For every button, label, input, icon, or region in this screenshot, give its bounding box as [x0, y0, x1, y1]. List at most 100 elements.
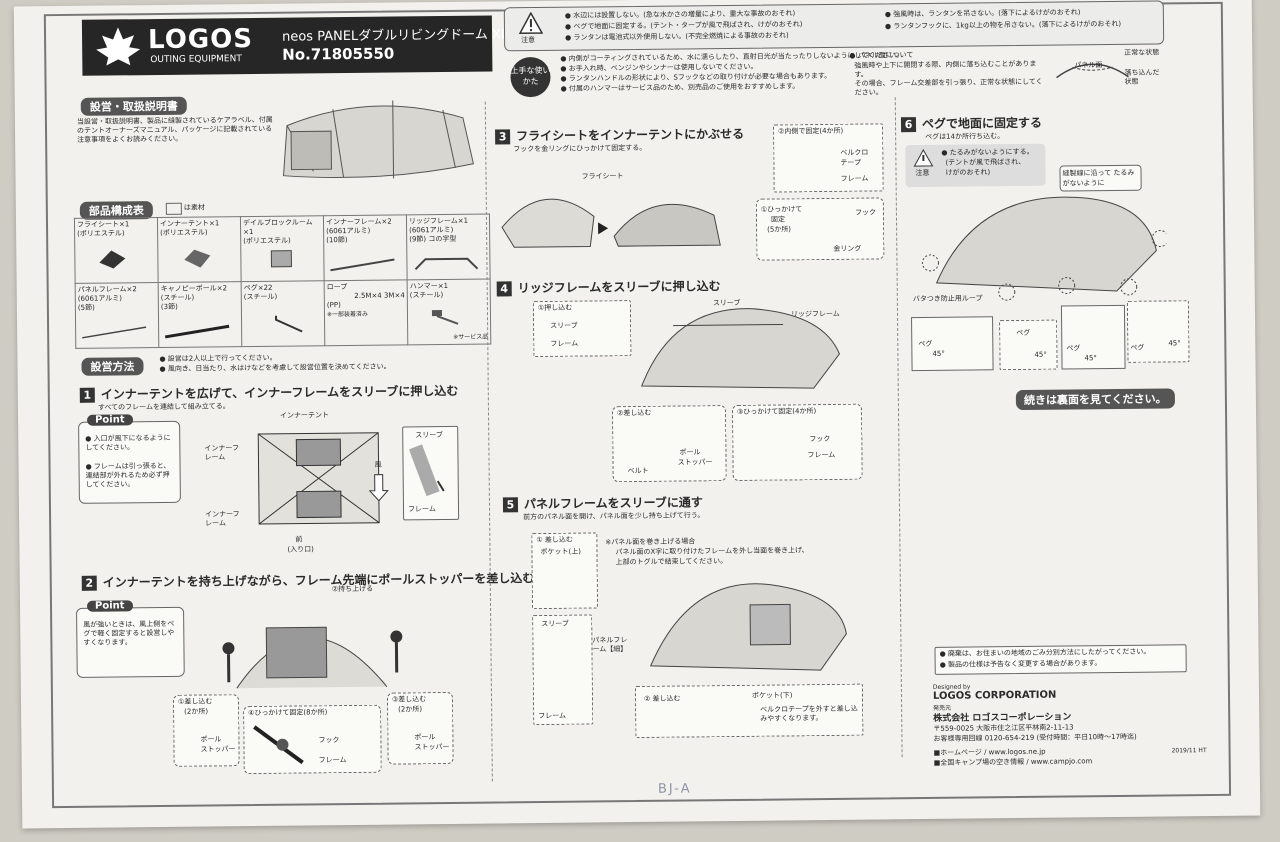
part-ridge-frame: リッジフレーム×1(6061アルミ)(9節) コの字型: [406, 214, 491, 280]
step1-sub: すべてのフレームを連結して組み立てる。: [97, 402, 230, 412]
label-entrance: (入り口): [287, 545, 314, 554]
step2-point: Point 風が強いときは、風上側をペグで軽く固定すると設営しやすくなります。: [76, 600, 185, 678]
corp-name: LOGOS CORPORATION: [932, 689, 1057, 702]
room-bag-icon: [270, 250, 292, 268]
caution-right-2: ● ランタンフックに、1kg以上の物を吊さない。(落下によるけがのおそれ): [884, 19, 1122, 31]
caution-line-1: ● 水辺には設置しない。(急な水かさの増量により、重大な事故のおそれ): [564, 9, 796, 20]
label-wind: 風: [374, 460, 382, 469]
step3-detail-2: ②内側で固定(4か所) ベルクロ テープ フレーム: [773, 123, 884, 193]
step5-detail-2: ② 差し込む ポケット(下) ベルクロテープを外すと差し込みやすくなります。: [634, 683, 864, 739]
normal-state: 正常な状態: [1124, 48, 1160, 57]
step3-sub: フックを金リングにひっかけて固定する。: [513, 143, 647, 154]
step1-point: Point ● 入口が風下になるようにしてください。 ● フレームは引っ張ると、…: [78, 414, 181, 504]
peg-detail-3: ペグ 45°: [1060, 304, 1126, 370]
part-flysheet: フライシート×1(ポリエステル): [74, 217, 159, 284]
panel-note-1: ● パネル面について: [849, 51, 914, 60]
part-pegs: ペグ×22(スチール): [241, 280, 325, 347]
step6-caution: 注意 ● たるみがないようにする。 (テントが風で飛ばされ、 けがのおそれ): [905, 143, 1046, 188]
parts-row-2: パネルフレーム×2(6061アルミ)(5節) キャノピーポール×2(スチール)(…: [75, 279, 491, 349]
method-line-1: ● 設営は2人以上で行ってください。: [159, 353, 277, 363]
label-lift: ②持ち上げる: [331, 584, 374, 594]
step2-detail-4: ④ひっかけて固定(8か所) フック フレーム: [243, 704, 382, 775]
label-panel-frame: パネルフレーム【細】: [592, 636, 628, 654]
step4-detail-3: ③ひっかけて固定(4か所) フック フレーム: [731, 403, 863, 482]
part-canopy-pole: キャノピーポール×2(スチール)(3節): [158, 281, 242, 348]
peg-detail-1: ペグ 45°: [911, 316, 994, 372]
print-date: 2019/11 HT: [1171, 747, 1207, 755]
caution-panel: 注意 ● 水辺には設置しない。(急な水かさの増量により、重大な事故のおそれ) ●…: [503, 0, 1165, 52]
material-key-box: [165, 202, 182, 215]
step1-layout-diagram: [257, 432, 380, 525]
panel-label: パネル面: [1074, 61, 1103, 70]
logo-text: LOGOS: [147, 24, 254, 56]
maple-leaf-icon: [96, 27, 141, 66]
tips-badge: 上手な使いかた: [510, 56, 551, 98]
step1-sleeve-detail: スリーブ フレーム: [402, 425, 460, 521]
website-link[interactable]: ■ホームページ / www.logos.ne.jp: [933, 747, 1046, 757]
label-loop: バタつき防止用ループ: [912, 294, 983, 304]
ridge-frame-icon: [414, 257, 479, 271]
method-title: 設営方法: [81, 357, 144, 376]
tips-panel: 上手な使いかた ● 内側がコーティングされているため、水に濡らしたり、直射日光が…: [504, 46, 1162, 99]
campjo-link[interactable]: ■全国キャンプ場の空き情報 / www.campjo.com: [933, 757, 1093, 767]
step5-note-1: ※パネル面を巻き上げる場合: [605, 537, 696, 547]
header-bar: LOGOS OUTING EQUIPMENT neos PANELダブルリビング…: [81, 15, 525, 76]
parts-table: フライシート×1(ポリエステル) インナーテント×1(ポリエステル) デイルブロ…: [74, 214, 491, 349]
inner-tent-bag-icon: [184, 249, 211, 268]
parts-row-1: フライシート×1(ポリエステル) インナーテント×1(ポリエステル) デイルブロ…: [74, 214, 491, 284]
part-inner-tent: インナーテント×1(ポリエステル): [157, 216, 242, 283]
part-panel-frame: パネルフレーム×2(6061アルミ)(5節): [75, 282, 159, 349]
caution-line-2: ● ベグで地面に固定する。(テント・タープが風で飛ばされ、けがのおそれ): [564, 20, 803, 31]
seam-note: 縫製線に沿って たるみがないように: [1059, 164, 1142, 192]
setup-title: 設営・取扱説明書: [80, 96, 187, 116]
flysheet-bag-icon: [99, 250, 126, 269]
warning-icon: [518, 11, 544, 34]
parts-note: は素材: [183, 203, 205, 212]
disposal-notes: ● 廃棄は、お住まいの地域のごみ分別方法にしたがってください。 ● 製品の仕様は…: [934, 644, 1187, 675]
ink-stamp: BJ-A: [657, 781, 692, 797]
part-room: デイルブロックルーム×1(ポリエステル): [240, 215, 325, 282]
peg-icon: [274, 315, 303, 333]
instruction-sheet: LOGOS OUTING EQUIPMENT neos PANELダブルリビング…: [13, 0, 1261, 829]
setup-text: 当設営・取扱説明書、製品に縫製されているケアラベル、付属のテントオーナーズマニュ…: [76, 115, 273, 144]
step4-detail-1: ①押し込む スリーブ フレーム: [532, 300, 632, 358]
peg-detail-4: ペグ 45°: [1126, 300, 1190, 363]
step3-tent-illustration: [501, 198, 721, 248]
label-inner-tent: インナーテント: [279, 411, 330, 420]
step4-detail-2: ②差し込む ベルト ポール ストッパー: [611, 405, 727, 483]
step2-detail-3: ③差し込む (2か所) ポール ストッパー: [386, 691, 454, 765]
label-inner-frame-2: インナーフレーム: [205, 510, 240, 528]
continue-notice: 続きは裏面を見てください。: [1015, 388, 1175, 411]
step3-detail-1: ①ひっかけて 固定 (5か所) フック 金リング: [755, 197, 885, 261]
step2-detail-1: ①差し込む (2か所) ポール ストッパー: [172, 694, 240, 767]
step5-sleeve-detail: スリーブ フレーム: [532, 614, 594, 726]
step6-sub: ペグは14か所行ち込む。: [925, 132, 1005, 141]
caution-label: 注意: [521, 36, 536, 45]
wind-arrow-icon: [368, 474, 389, 502]
step4-tent-illustration: [641, 308, 840, 389]
caution-line-3: ● ランタンは電池式以外使用しない。(不完全燃焼による事故のおそれ): [565, 31, 789, 42]
step5-note-3: 上部のトグルで結束してください。: [615, 557, 728, 567]
fallen-state: 落ち込んだ状態: [1124, 68, 1160, 86]
step6-tent-illustration: [921, 196, 1167, 301]
step5-sub: 前方のパネル面を開け、パネル面を少し持ち上げて行う。: [523, 511, 705, 522]
hammer-icon: [431, 310, 459, 325]
hook-frame-icon: [253, 725, 304, 765]
caution-right-1: ● 強風時は、ランタンを吊さない。(落下によるけがのおそれ): [884, 8, 1081, 19]
warning-icon: [913, 148, 934, 167]
part-hammer: ハンマー×1(スチール) ※サービス品: [407, 279, 491, 345]
corp-name-jp: 株式会社 ロゴスコーポレーション: [933, 712, 1072, 724]
panel-diagram: [1056, 63, 1129, 79]
panel-note-3: その場合、フレーム交差部を引っ張り、正常な状態にしてください。: [854, 77, 1043, 97]
product-name: neos PANELダブルリビングドーム XL-BJ: [281, 27, 525, 45]
part-inner-frame: インナーフレーム×2(6061アルミ)(10節): [323, 214, 408, 281]
label-inner-frame: インナーフレーム: [204, 444, 240, 462]
panel-frame-icon: [82, 326, 147, 339]
product-number: No.71805550: [282, 44, 395, 64]
step5-detail-1: ① 差し込む ポケット(上): [531, 532, 599, 610]
tips-line-4: ● 付属のハンマーはサービス品のため、別売品のご使用をおすすめします。: [560, 82, 800, 93]
